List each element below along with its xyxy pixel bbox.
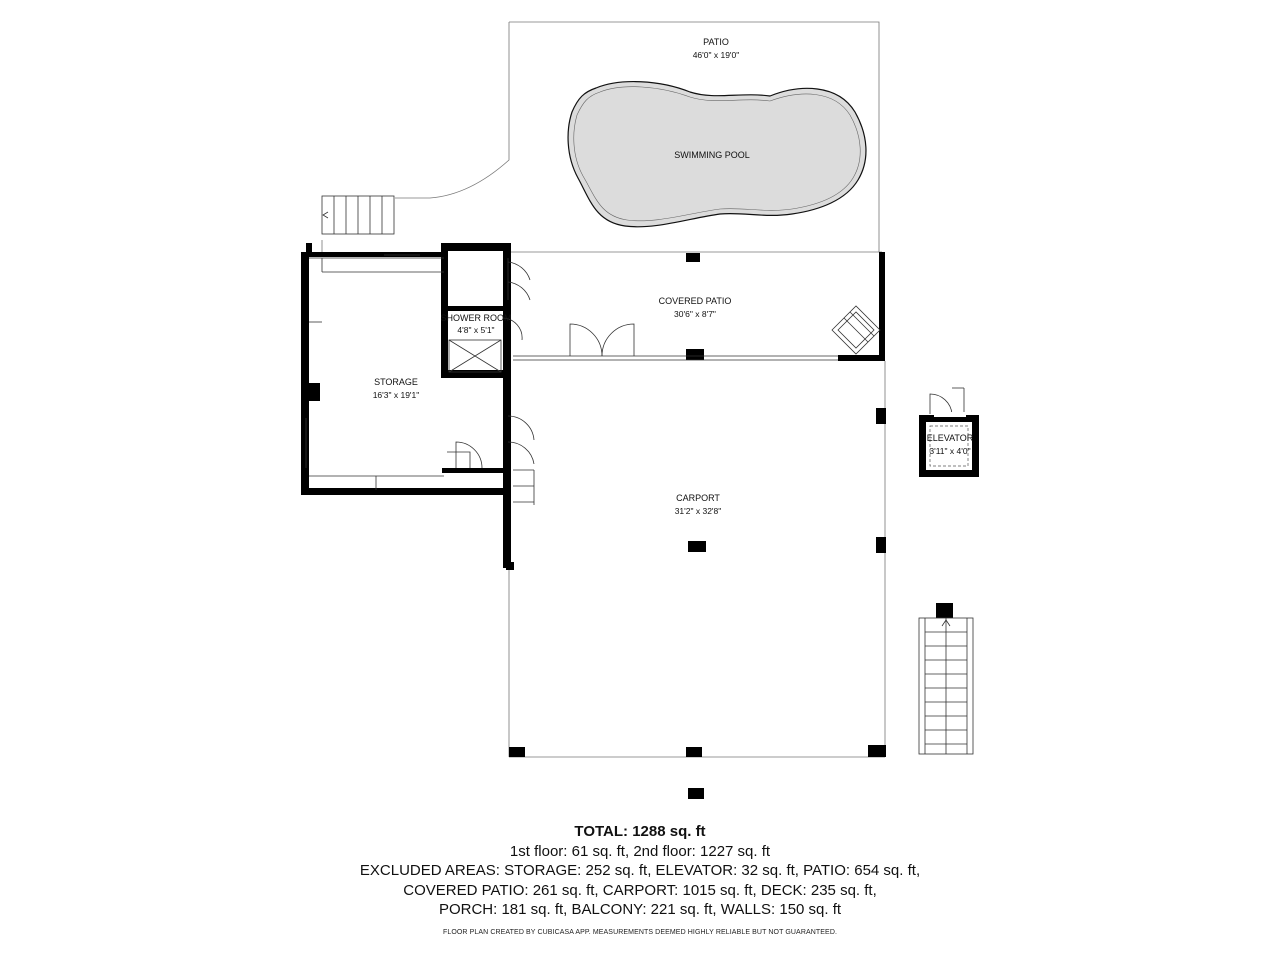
storage-dimensions: 16'3" x 19'1" bbox=[373, 390, 420, 400]
elevator-shaft bbox=[919, 387, 979, 477]
carport-dimensions: 31'2" x 32'8" bbox=[675, 506, 722, 516]
covered-patio-area bbox=[509, 251, 885, 361]
carport-name: CARPORT bbox=[676, 493, 720, 503]
floor-areas: 1st floor: 61 sq. ft, 2nd floor: 1227 sq… bbox=[509, 842, 771, 860]
storage-walls bbox=[301, 243, 511, 568]
carport-area bbox=[506, 361, 886, 799]
shower-room-fixtures bbox=[448, 317, 523, 373]
patio-dimensions: 46'0" x 19'0" bbox=[693, 50, 740, 60]
area-summary: TOTAL: 1288 sq. ft 1st floor: 61 sq. ft,… bbox=[0, 822, 1280, 920]
stairs-top-left bbox=[321, 195, 395, 235]
covered-patio-dimensions: 30'6" x 8'7" bbox=[674, 309, 716, 319]
total-area: TOTAL: 1288 sq. ft bbox=[574, 823, 706, 840]
stairs-right bbox=[918, 603, 974, 755]
covered-patio-name: COVERED PATIO bbox=[659, 296, 732, 306]
floor-plan: PATIO 46'0" x 19'0" SWIMMING POOL CO bbox=[301, 21, 979, 799]
excluded-areas-line-3: PORCH: 181 sq. ft, BALCONY: 221 sq. ft, … bbox=[438, 901, 842, 918]
patio-area bbox=[321, 21, 880, 252]
swimming-pool bbox=[567, 81, 867, 228]
excluded-areas-line-2: COVERED PATIO: 261 sq. ft, CARPORT: 1015… bbox=[403, 881, 877, 899]
disclaimer: FLOOR PLAN CREATED BY CUBICASA APP. MEAS… bbox=[442, 929, 838, 936]
elevator-dimensions: 3'11" x 4'0" bbox=[929, 446, 970, 456]
excluded-areas-line-1: EXCLUDED AREAS: STORAGE: 252 sq. ft, ELE… bbox=[359, 862, 921, 879]
shower-room-name: SHOWER ROOM bbox=[441, 313, 512, 323]
shower-room-dimensions: 4'8" x 5'1" bbox=[457, 325, 494, 335]
patio-name: PATIO bbox=[703, 37, 729, 47]
storage-details bbox=[305, 254, 535, 505]
pool-name: SWIMMING POOL bbox=[674, 150, 750, 160]
storage-name: STORAGE bbox=[374, 377, 418, 387]
elevator-name: ELEVATOR bbox=[927, 433, 974, 443]
